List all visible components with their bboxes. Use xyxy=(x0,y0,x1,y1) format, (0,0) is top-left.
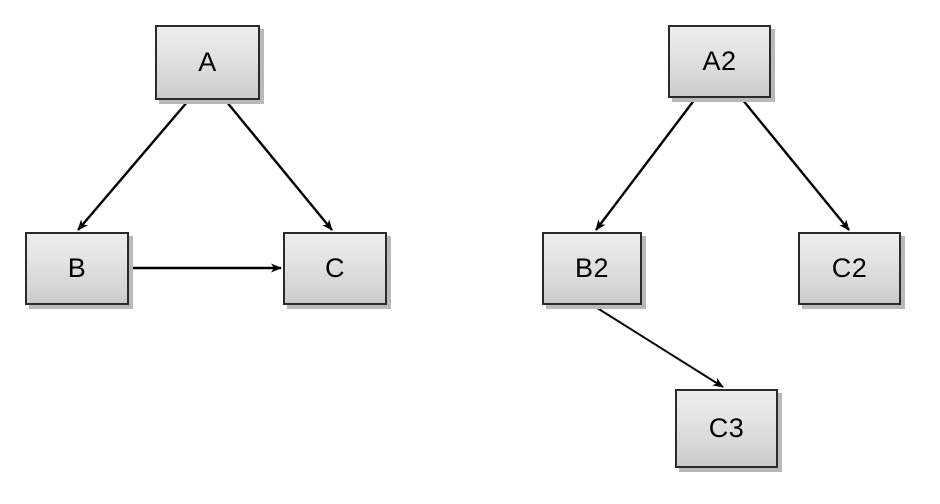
node-a2[interactable]: A2 xyxy=(668,25,771,98)
node-b2[interactable]: B2 xyxy=(542,232,642,305)
node-b[interactable]: B xyxy=(25,232,129,305)
edge-b2-to-c3 xyxy=(593,305,724,388)
node-c2-label: C2 xyxy=(831,253,868,283)
node-a[interactable]: A xyxy=(155,25,260,100)
node-c2[interactable]: C2 xyxy=(798,232,901,305)
node-b2-label: B2 xyxy=(574,253,610,283)
edge-a2-to-b2 xyxy=(595,98,696,231)
node-c[interactable]: C xyxy=(283,232,387,305)
node-a-label: A xyxy=(198,47,217,77)
edge-a-to-b xyxy=(77,100,189,231)
node-c3-label: C3 xyxy=(708,413,745,443)
edge-a2-to-c2 xyxy=(741,98,850,231)
node-c-label: C xyxy=(325,253,345,283)
node-a2-label: A2 xyxy=(702,46,737,76)
node-c3[interactable]: C3 xyxy=(675,389,778,468)
node-b-label: B xyxy=(67,253,87,283)
edge-a-to-c xyxy=(225,100,333,231)
